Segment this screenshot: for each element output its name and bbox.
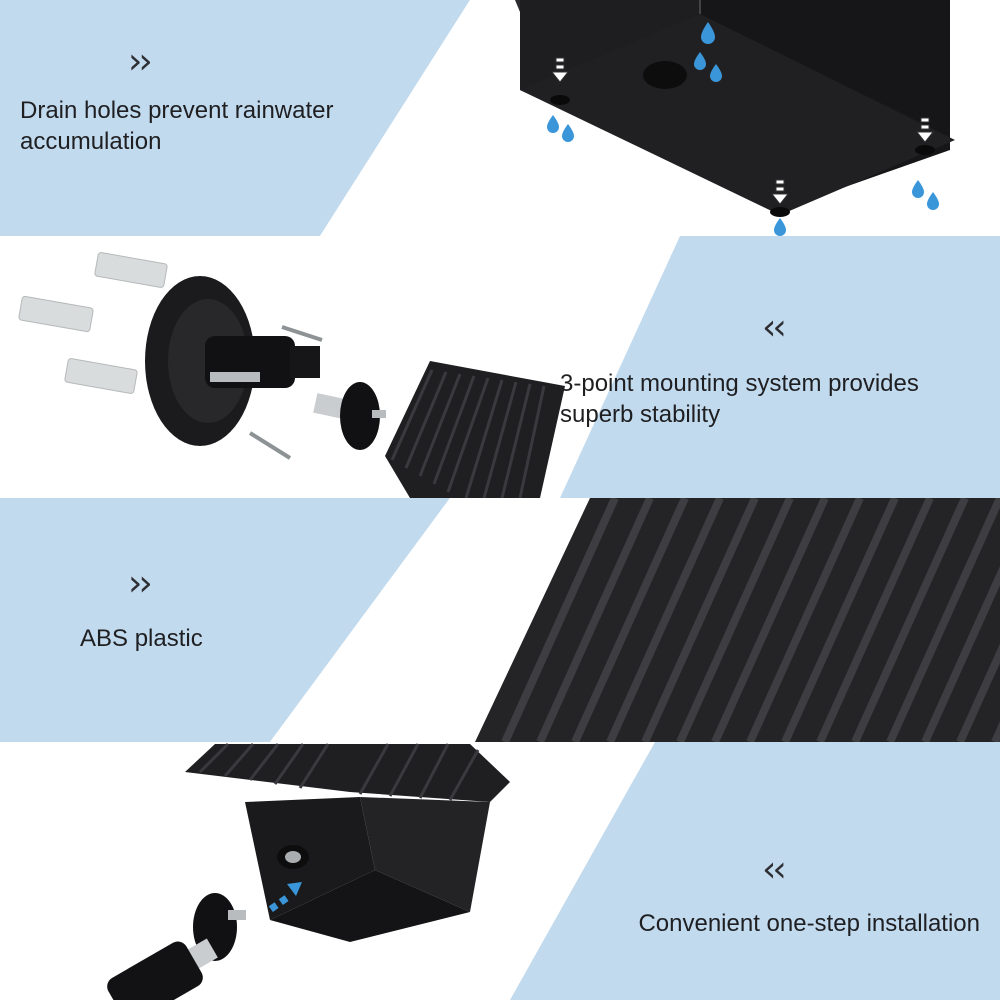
chevron-double-right-icon: ››: [128, 41, 153, 82]
feature-caption: Convenient one-step installation: [638, 910, 980, 937]
feature-caption: ABS plastic: [80, 625, 203, 652]
chevron-double-left-icon: ‹‹: [762, 849, 787, 890]
feature-caption: 3-point mounting system provides superb …: [560, 370, 919, 428]
feature-section-abs-plastic: ›› ABS plastic: [0, 498, 1000, 742]
feature-caption: Drain holes prevent rainwater accumulati…: [20, 97, 334, 155]
feature-section-drain-holes: ›› Drain holes prevent rainwater accumul…: [0, 0, 1000, 236]
feature-section-mounting-system: ‹‹ 3-point mounting system provides supe…: [0, 236, 1000, 498]
chevron-double-right-icon: ››: [128, 563, 153, 604]
drain-holes-illustration: [0, 0, 1000, 236]
chevron-double-left-icon: ‹‹: [762, 307, 787, 348]
feature-section-installation: ‹‹ Convenient one-step installation: [0, 742, 1000, 1000]
installation-illustration: [0, 742, 1000, 1000]
abs-texture-illustration: [0, 498, 1000, 742]
mounting-kit-illustration: [0, 236, 1000, 498]
